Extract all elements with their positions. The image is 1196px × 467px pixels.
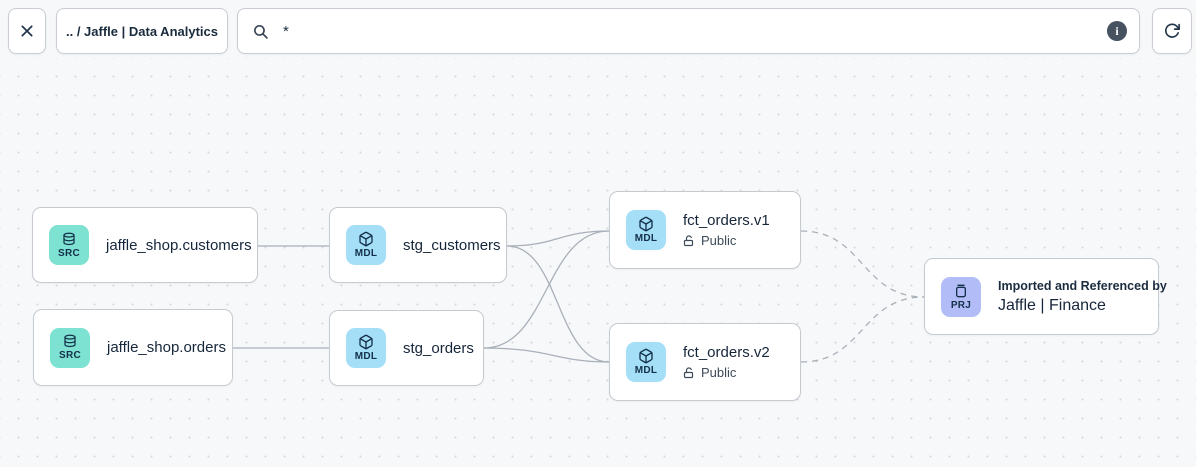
badge-label: MDL: [354, 248, 378, 259]
node-fct-orders-v2[interactable]: MDL fct_orders.v2 Public: [609, 323, 801, 401]
source-badge: SRC: [49, 225, 89, 265]
node-title: stg_orders: [403, 339, 474, 357]
cube-icon: [638, 348, 654, 364]
breadcrumb-label: .. / Jaffle | Data Analytics: [66, 23, 218, 39]
badge-label: MDL: [634, 365, 658, 376]
model-badge: MDL: [346, 225, 386, 265]
node-subtitle: Imported and Referenced by: [998, 278, 1167, 293]
badge-label: SRC: [58, 350, 81, 361]
lineage-search[interactable]: i: [237, 8, 1140, 54]
refresh-lineage-button[interactable]: [1152, 8, 1192, 54]
info-icon[interactable]: i: [1107, 21, 1127, 41]
refresh-icon: [1163, 22, 1181, 40]
search-input[interactable]: [281, 21, 1107, 41]
badge-label: PRJ: [950, 299, 972, 311]
cube-icon: [358, 231, 374, 247]
cube-icon: [358, 334, 374, 350]
node-title: fct_orders.v1: [683, 212, 770, 229]
node-title: Jaffle | Finance: [998, 296, 1106, 314]
badge-label: MDL: [354, 351, 378, 362]
model-badge: MDL: [626, 342, 666, 382]
database-icon: [61, 232, 77, 247]
model-badge: MDL: [626, 210, 666, 250]
node-title: jaffle_shop.orders: [107, 339, 226, 356]
unlock-icon: [683, 234, 695, 247]
badge-label: SRC: [57, 247, 80, 259]
access-level: Public: [683, 365, 770, 380]
node-fct-orders-v1[interactable]: MDL fct_orders.v1 Public: [609, 191, 801, 269]
access-label: Public: [701, 233, 737, 248]
close-lineage-button[interactable]: [8, 8, 46, 54]
access-level: Public: [683, 233, 770, 248]
access-label: Public: [701, 365, 737, 380]
node-jaffle-shop-orders[interactable]: SRC jaffle_shop.orders: [33, 309, 233, 386]
project-badge: PRJ: [941, 276, 981, 317]
node-stg-orders[interactable]: MDL stg_orders: [329, 310, 484, 386]
close-icon: [19, 23, 35, 39]
cube-icon: [638, 216, 654, 232]
node-title: fct_orders.v2: [683, 344, 770, 361]
node-stg-customers[interactable]: MDL stg_customers: [329, 207, 507, 283]
project-icon: [953, 283, 969, 299]
badge-label: MDL: [634, 233, 658, 244]
database-icon: [62, 334, 78, 349]
node-jaffle-shop-customers[interactable]: SRC jaffle_shop.customers: [32, 207, 258, 283]
source-badge: SRC: [50, 327, 90, 368]
model-badge: MDL: [346, 328, 386, 368]
node-title: jaffle_shop.customers: [106, 236, 252, 254]
node-title: stg_customers: [403, 236, 501, 254]
unlock-icon: [683, 366, 695, 379]
node-project-jaffle-finance[interactable]: PRJ Imported and Referenced by Jaffle | …: [924, 258, 1167, 335]
breadcrumb[interactable]: .. / Jaffle | Data Analytics: [56, 8, 228, 54]
search-icon: [252, 23, 269, 40]
